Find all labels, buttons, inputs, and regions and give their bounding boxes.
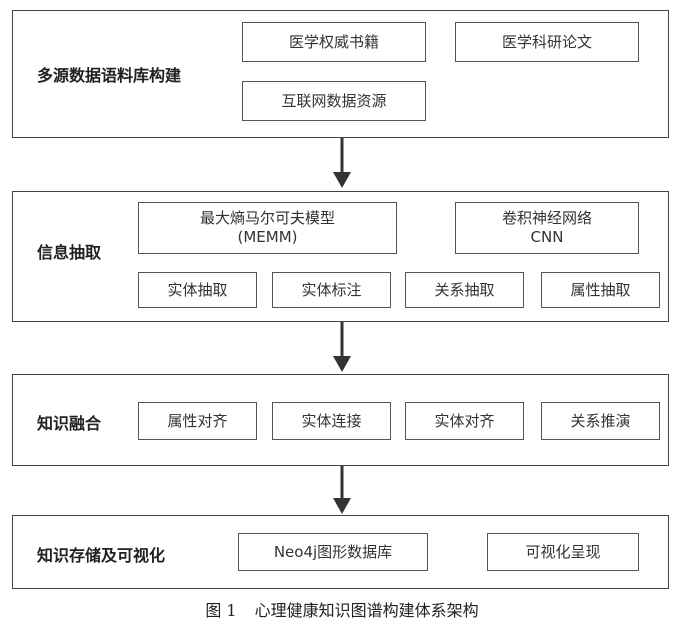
node-neo4j-database: Neo4j图形数据库 bbox=[238, 533, 428, 571]
node-memm: 最大熵马尔可夫模型 (MEMM) bbox=[138, 202, 397, 254]
arrow-3 bbox=[333, 466, 351, 514]
node-internet-data: 互联网数据资源 bbox=[242, 81, 426, 121]
node-label-line1: 最大熵马尔可夫模型 bbox=[199, 209, 335, 228]
node-relation-extraction: 关系抽取 bbox=[405, 272, 524, 308]
node-label: 互联网数据资源 bbox=[281, 91, 387, 110]
node-label-line2: CNN bbox=[530, 228, 564, 246]
node-entity-linking: 实体连接 bbox=[272, 402, 391, 440]
node-label: 关系抽取 bbox=[434, 280, 495, 299]
node-label: 属性对齐 bbox=[167, 411, 228, 430]
node-label: 实体对齐 bbox=[434, 411, 495, 430]
node-label-line1: 卷积神经网络 bbox=[501, 209, 592, 228]
node-relation-inference: 关系推演 bbox=[541, 402, 660, 440]
stage-information-extraction-title: 信息抽取 bbox=[37, 243, 102, 262]
node-entity-extraction: 实体抽取 bbox=[138, 272, 257, 308]
node-attribute-alignment: 属性对齐 bbox=[138, 402, 257, 440]
node-label-line2: (MEMM) bbox=[237, 228, 298, 246]
node-entity-annotation: 实体标注 bbox=[272, 272, 391, 308]
stage-corpus-construction-title: 多源数据语料库构建 bbox=[37, 66, 182, 85]
node-label: 属性抽取 bbox=[570, 280, 631, 299]
stage-storage-visualization-title: 知识存储及可视化 bbox=[37, 546, 166, 565]
node-entity-alignment: 实体对齐 bbox=[405, 402, 524, 440]
node-visualization: 可视化呈现 bbox=[487, 533, 639, 571]
figure-number: 图 1 bbox=[205, 601, 237, 620]
node-label: 实体抽取 bbox=[167, 280, 228, 299]
node-label: Neo4j图形数据库 bbox=[273, 542, 393, 561]
node-medical-books: 医学权威书籍 bbox=[242, 22, 426, 62]
node-label: 实体标注 bbox=[301, 280, 362, 299]
node-label: 可视化呈现 bbox=[525, 542, 601, 561]
arrow-2 bbox=[333, 322, 351, 372]
node-cnn: 卷积神经网络 CNN bbox=[455, 202, 639, 254]
node-medical-papers: 医学科研论文 bbox=[455, 22, 639, 62]
arrow-1 bbox=[333, 138, 351, 188]
node-label: 关系推演 bbox=[570, 411, 631, 430]
node-label: 实体连接 bbox=[301, 411, 362, 430]
figure-caption: 图 1 心理健康知识图谱构建体系架构 bbox=[0, 597, 684, 621]
node-label: 医学科研论文 bbox=[501, 32, 592, 51]
figure-caption-text: 心理健康知识图谱构建体系架构 bbox=[254, 601, 479, 620]
node-attribute-extraction: 属性抽取 bbox=[541, 272, 660, 308]
node-label: 医学权威书籍 bbox=[288, 32, 379, 51]
stage-knowledge-fusion-title: 知识融合 bbox=[37, 414, 102, 433]
